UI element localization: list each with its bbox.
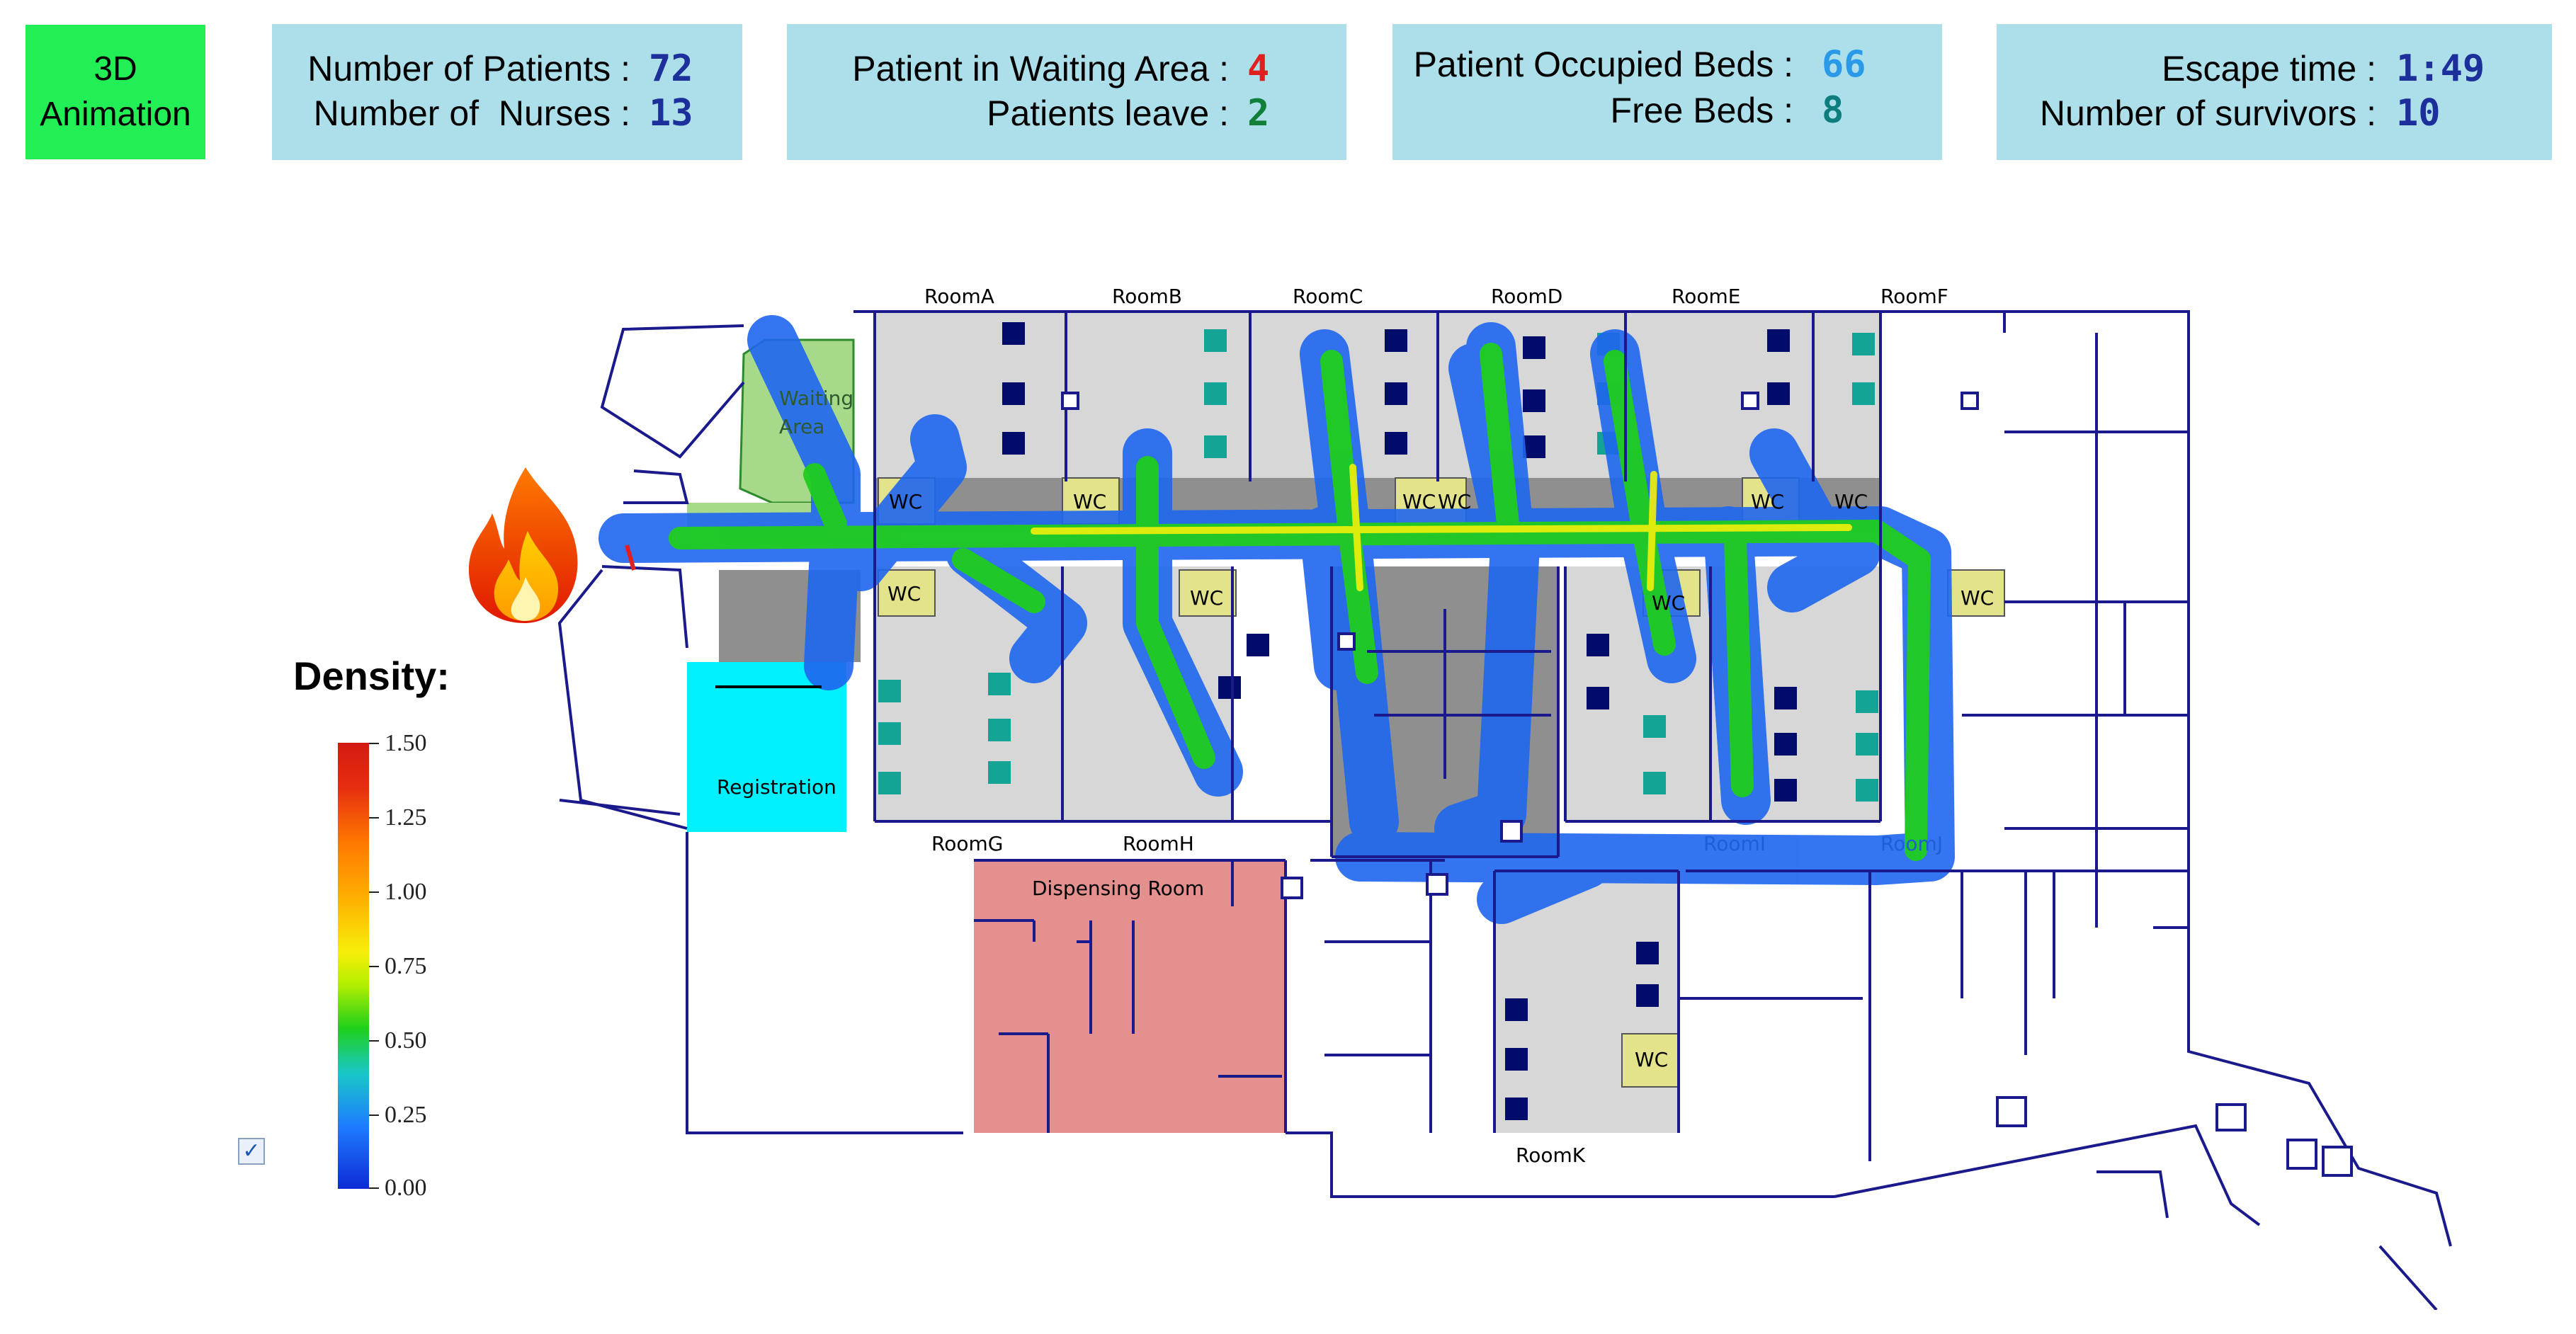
staff-panel: Number of Patients : 72 Number of Nurses… [272,24,742,160]
room-label-k: RoomK [1516,1144,1586,1167]
waiting-panel: Patient in Waiting Area : 4 Patients lea… [787,24,1346,160]
3d-animation-line1: 3D [93,50,137,88]
density-tick: 1.00 [385,879,427,905]
room-label-i: RoomI [1703,832,1766,855]
room-label-d: RoomD [1491,285,1563,308]
check-icon: ✓ [242,1139,261,1163]
3d-animation-line2: Animation [40,96,191,133]
wc-label: WC [1190,586,1224,610]
escape-time-label: Escape time : [2162,49,2376,89]
patients-label: Number of Patients : [307,49,630,89]
nurses-value: 13 [649,92,693,135]
room-label-f: RoomF [1880,285,1948,308]
density-colorbar [338,743,369,1189]
density-legend-title: Density: [293,654,450,698]
wc-label: WC [1635,1048,1669,1071]
rooms-top-floor [875,312,1880,481]
room-label-a: RoomA [924,285,994,308]
wc-label: WC [1438,490,1472,513]
patients-value: 72 [649,47,693,90]
wc-label: WC [1834,490,1868,513]
room-label-j: RoomJ [1880,832,1943,855]
wc-label: WC [1751,490,1785,513]
density-tick: 1.25 [385,804,427,831]
free-beds-value: 8 [1822,89,1844,132]
room-label-e: RoomE [1672,285,1741,308]
survivors-label: Number of survivors : [2039,93,2376,133]
density-overlay [598,315,1955,924]
escape-time-value: 1:49 [2396,47,2485,90]
registration-fill [687,662,846,832]
room-label-c: RoomC [1293,285,1363,308]
patients-leave-label: Patients leave : [987,93,1229,133]
occupied-beds-value: 66 [1822,43,1866,86]
beds-panel: Patient Occupied Beds : 66 Free Beds : 8 [1392,24,1942,160]
escape-panel: Escape time : 1:49 Number of survivors :… [1997,24,2552,160]
room-label-b: RoomB [1112,285,1182,308]
room-label-g: RoomG [931,832,1004,855]
density-tick: 0.25 [385,1102,427,1128]
density-tick: 1.50 [385,730,427,756]
3d-animation-button[interactable]: 3D Animation [25,25,205,159]
wc-label: WC [1402,490,1436,513]
fire-icon [460,464,588,627]
registration-label: Registration [717,775,836,799]
dispensing-room-fill [974,860,1286,1133]
wc-label: WC [1073,490,1107,513]
room-label-h: RoomH [1123,832,1194,855]
patients-leave-value: 2 [1247,92,1270,135]
free-beds-label: Free Beds : [1610,91,1793,130]
density-tick: 0.00 [385,1175,427,1201]
density-tick: 0.75 [385,953,427,979]
waiting-area-value: 4 [1247,47,1270,90]
density-tick: 0.50 [385,1027,427,1054]
waiting-area-label: Waiting Area [779,387,854,438]
wc-label: WC [1961,586,1995,610]
density-ticks: 1.50 1.25 1.00 0.75 0.50 0.25 0.00 [369,730,427,1201]
floorplan-walls [557,310,2452,1310]
door-markers [1061,392,2353,1177]
occupied-beds-label: Patient Occupied Beds : [1413,45,1793,84]
waiting-area-label: Patient in Waiting Area : [852,49,1229,89]
wc-label: WC [889,490,923,513]
density-checkbox[interactable]: ✓ [238,1138,265,1165]
wc-label: WC [887,582,921,605]
wc-label: WC [1652,591,1686,615]
nurses-label: Number of Nurses : [313,93,630,133]
exit-marker [625,545,636,571]
survivors-value: 10 [2396,92,2441,135]
floor-plan: RoomA RoomB RoomC RoomD RoomE RoomF Room… [538,285,2479,1310]
dispensing-room-label: Dispensing Room [1032,877,1205,900]
